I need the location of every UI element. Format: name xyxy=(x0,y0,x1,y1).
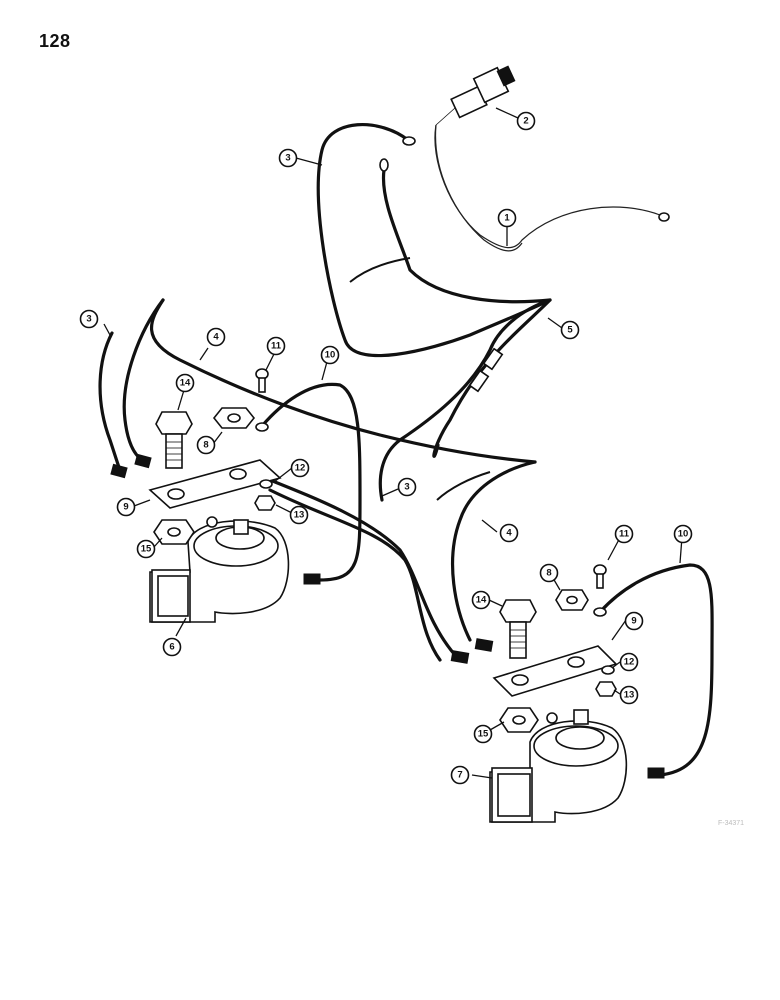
wire-crease-2 xyxy=(436,471,491,501)
figure-code: F-34371 xyxy=(718,820,745,827)
callout-5: 5 xyxy=(560,320,580,340)
svg-text:12: 12 xyxy=(295,463,306,474)
svg-text:4: 4 xyxy=(213,332,219,343)
callout-8-right: 8 xyxy=(539,563,559,583)
ring-terminals xyxy=(255,136,670,617)
callout-15-left: 15 xyxy=(136,539,156,559)
wire-10-left xyxy=(260,382,362,582)
svg-text:13: 13 xyxy=(624,690,635,701)
svg-text:6: 6 xyxy=(169,642,174,653)
callout-14-left: 14 xyxy=(175,373,195,393)
callout-3-top: 3 xyxy=(278,148,298,168)
svg-text:12: 12 xyxy=(624,657,635,668)
svg-text:9: 9 xyxy=(123,502,128,513)
callout-13-left: 13 xyxy=(289,505,309,525)
svg-text:5: 5 xyxy=(567,325,573,336)
wire-3-left xyxy=(98,331,122,472)
wire-10-right xyxy=(598,563,714,777)
svg-text:9: 9 xyxy=(631,616,636,627)
svg-text:7: 7 xyxy=(457,770,462,781)
callout-10-right: 10 xyxy=(673,524,693,544)
wire-3-left-2 xyxy=(122,298,165,462)
svg-text:13: 13 xyxy=(294,510,305,521)
wire-harness xyxy=(98,122,714,777)
callout-13-right: 13 xyxy=(619,685,639,705)
svg-text:8: 8 xyxy=(546,568,551,579)
wire-4-left xyxy=(150,298,537,464)
horn-switch xyxy=(435,65,516,126)
wire-3-lower xyxy=(268,478,457,657)
svg-text:11: 11 xyxy=(619,529,630,540)
callout-3-mid: 3 xyxy=(397,477,417,497)
callout-10-left: 10 xyxy=(320,345,340,365)
leader-lines xyxy=(103,107,683,779)
wire-3-lower-2 xyxy=(268,488,442,662)
callout-8-left: 8 xyxy=(196,435,216,455)
page-number: 128 xyxy=(39,31,71,51)
callout-15-right: 15 xyxy=(473,724,493,744)
wire-4-right xyxy=(450,460,537,642)
svg-text:3: 3 xyxy=(86,314,91,325)
wire-5-branch xyxy=(378,298,552,502)
svg-text:15: 15 xyxy=(478,729,489,740)
svg-text:4: 4 xyxy=(506,528,512,539)
callout-3-left: 3 xyxy=(79,309,99,329)
svg-text:14: 14 xyxy=(476,595,487,606)
svg-text:14: 14 xyxy=(180,378,191,389)
callout-6: 6 xyxy=(162,637,182,657)
svg-text:3: 3 xyxy=(285,153,290,164)
svg-text:3: 3 xyxy=(404,482,409,493)
wire-3-upper xyxy=(316,122,552,358)
callout-12-right: 12 xyxy=(619,652,639,672)
callout-7: 7 xyxy=(450,765,470,785)
spade-connectors xyxy=(110,453,665,779)
svg-text:11: 11 xyxy=(271,341,282,352)
horn-right xyxy=(489,564,628,823)
wire-1-b xyxy=(434,124,523,252)
callout-2: 2 xyxy=(516,111,536,131)
callout-4-left: 4 xyxy=(206,327,226,347)
callout-11-left: 11 xyxy=(266,336,286,356)
callout-9-left: 9 xyxy=(116,497,136,517)
svg-text:15: 15 xyxy=(141,544,152,555)
wire-1 xyxy=(434,124,661,249)
callout-1: 1 xyxy=(497,208,517,228)
horn-left xyxy=(148,368,290,623)
callout-4-right: 4 xyxy=(499,523,519,543)
callout-9-right: 9 xyxy=(624,611,644,631)
callout-11-right: 11 xyxy=(614,524,634,544)
svg-text:10: 10 xyxy=(325,350,336,361)
svg-text:10: 10 xyxy=(678,529,689,540)
svg-text:2: 2 xyxy=(523,116,528,127)
wire-crease-1 xyxy=(349,257,411,283)
callout-14-right: 14 xyxy=(471,590,491,610)
callout-12-left: 12 xyxy=(290,458,310,478)
inline-connector xyxy=(468,347,504,393)
svg-text:1: 1 xyxy=(504,213,510,224)
svg-text:8: 8 xyxy=(203,440,208,451)
